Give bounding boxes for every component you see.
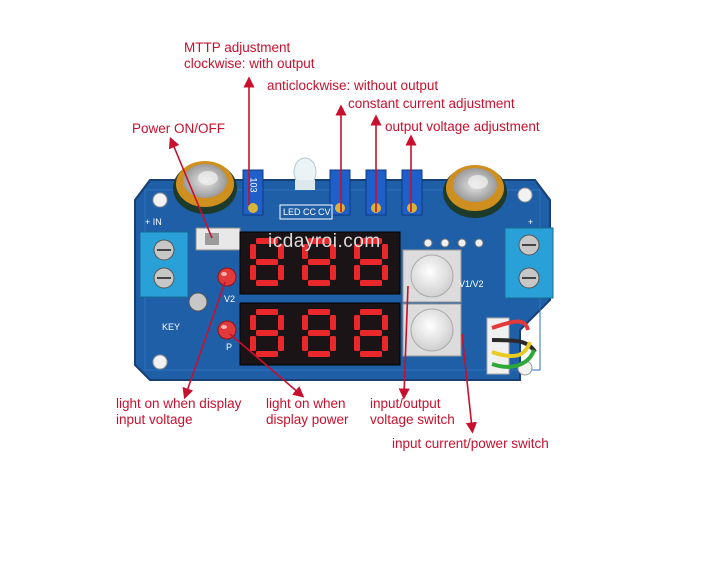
arrow-power-onoff bbox=[168, 136, 213, 239]
label-io-switch-line1: input/output bbox=[370, 396, 441, 411]
pot-output-voltage bbox=[401, 169, 423, 216]
digit-segment bbox=[250, 336, 256, 351]
digit-segment bbox=[256, 330, 278, 336]
mount-hole-tl bbox=[152, 192, 168, 208]
digit-segment bbox=[278, 265, 284, 280]
digit-segment bbox=[330, 265, 336, 280]
digit-segment bbox=[256, 309, 278, 315]
digit-segment bbox=[256, 238, 278, 244]
digit-segment bbox=[308, 280, 330, 286]
arrow-light-power bbox=[229, 333, 305, 398]
status-led-top bbox=[293, 157, 317, 190]
digit-segment bbox=[354, 265, 360, 280]
pot-mttp bbox=[242, 169, 264, 216]
label-light-power-line2: display power bbox=[266, 412, 349, 427]
label-light-input: light on when display input voltage bbox=[116, 396, 241, 428]
key-screw bbox=[188, 292, 208, 312]
pcb-led-label: LED bbox=[283, 207, 301, 217]
annotation-arrows bbox=[168, 76, 477, 434]
right-capacitor bbox=[443, 165, 507, 218]
button-io-voltage-switch bbox=[402, 249, 462, 303]
digit-segment bbox=[302, 244, 308, 259]
label-light-input-line1: light on when display bbox=[116, 396, 242, 411]
digit-segment bbox=[354, 336, 360, 351]
label-mttp-line1: MTTP adjustment bbox=[184, 40, 291, 55]
digit-segment bbox=[360, 330, 382, 336]
label-mttp: MTTP adjustment clockwise: with output bbox=[184, 40, 315, 72]
digit-segment bbox=[360, 280, 382, 286]
indicator-label-box bbox=[279, 204, 333, 220]
digit-segment bbox=[382, 315, 388, 330]
button-current-power-switch bbox=[402, 303, 462, 357]
digit-segment bbox=[308, 351, 330, 357]
digit-segment bbox=[354, 244, 360, 259]
label-anticlockwise: anticlockwise: without output bbox=[267, 78, 439, 93]
connector-wires bbox=[486, 317, 537, 375]
pcb-v1v2-label: V1/V2 bbox=[459, 279, 484, 289]
digit-segment bbox=[250, 244, 256, 259]
digit-segment bbox=[308, 259, 330, 265]
label-light-input-line2: input voltage bbox=[116, 412, 193, 427]
pcb-key-label: KEY bbox=[162, 322, 181, 332]
digit-segment bbox=[360, 309, 382, 315]
label-light-power-line1: light on when bbox=[266, 396, 346, 411]
pcb-out-label: + bbox=[528, 217, 534, 227]
digit-segment bbox=[308, 330, 330, 336]
digit-segment bbox=[354, 315, 360, 330]
digit-segment bbox=[382, 336, 388, 351]
power-switch bbox=[195, 227, 241, 251]
digit-segment bbox=[256, 259, 278, 265]
watermark: icdayroi.com bbox=[268, 231, 381, 252]
digit-segment bbox=[302, 315, 308, 330]
digit-segment bbox=[360, 238, 382, 244]
pcb-in-label: + IN bbox=[145, 217, 162, 227]
pcb-cc-label: CC bbox=[303, 207, 316, 217]
digit-segment bbox=[278, 244, 284, 259]
digit-segment bbox=[250, 265, 256, 280]
digit-segment bbox=[308, 309, 330, 315]
label-light-power: light on when display power bbox=[266, 396, 349, 428]
pot-anticlockwise bbox=[329, 169, 351, 216]
pcb-p-label: P bbox=[226, 342, 233, 352]
mount-hole-tr bbox=[517, 187, 533, 203]
left-capacitor bbox=[173, 161, 237, 214]
label-io-switch: input/output voltage switch bbox=[370, 396, 455, 428]
label-power-onoff: Power ON/OFF bbox=[132, 121, 226, 136]
arrow-io-switch bbox=[398, 285, 410, 400]
input-terminal-block bbox=[139, 231, 189, 298]
output-terminal-block bbox=[504, 227, 554, 299]
label-current-power-switch: input current/power switch bbox=[392, 436, 549, 451]
digit-segment bbox=[256, 280, 278, 286]
digit-segment bbox=[302, 336, 308, 351]
digit-segment bbox=[330, 315, 336, 330]
digit-segment bbox=[278, 336, 284, 351]
digit-segment bbox=[256, 351, 278, 357]
digit-segment bbox=[382, 265, 388, 280]
pcb-v2-label: V2 bbox=[224, 294, 236, 304]
pcb-pot-label: 103 bbox=[248, 177, 259, 193]
label-constant-current: constant current adjustment bbox=[348, 96, 515, 111]
digit-segment bbox=[330, 336, 336, 351]
label-io-switch-line2: voltage switch bbox=[370, 412, 455, 427]
digit-segment bbox=[360, 351, 382, 357]
digit-segment bbox=[250, 315, 256, 330]
arrow-current-power bbox=[461, 333, 477, 434]
led-input-voltage bbox=[217, 267, 237, 287]
digit-segment bbox=[302, 265, 308, 280]
pcb-cv-label: CV bbox=[318, 207, 331, 217]
mount-hole-bl bbox=[152, 354, 168, 370]
label-output-voltage: output voltage adjustment bbox=[385, 119, 540, 134]
seven-segment-digits bbox=[250, 238, 388, 357]
digit-segment bbox=[360, 259, 382, 265]
digit-segment bbox=[382, 244, 388, 259]
header-pins bbox=[423, 238, 484, 248]
digit-segment bbox=[308, 238, 330, 244]
arrow-light-input bbox=[182, 281, 226, 400]
digit-segment bbox=[330, 244, 336, 259]
label-mttp-line2: clockwise: with output bbox=[184, 56, 315, 71]
digit-segment bbox=[278, 315, 284, 330]
